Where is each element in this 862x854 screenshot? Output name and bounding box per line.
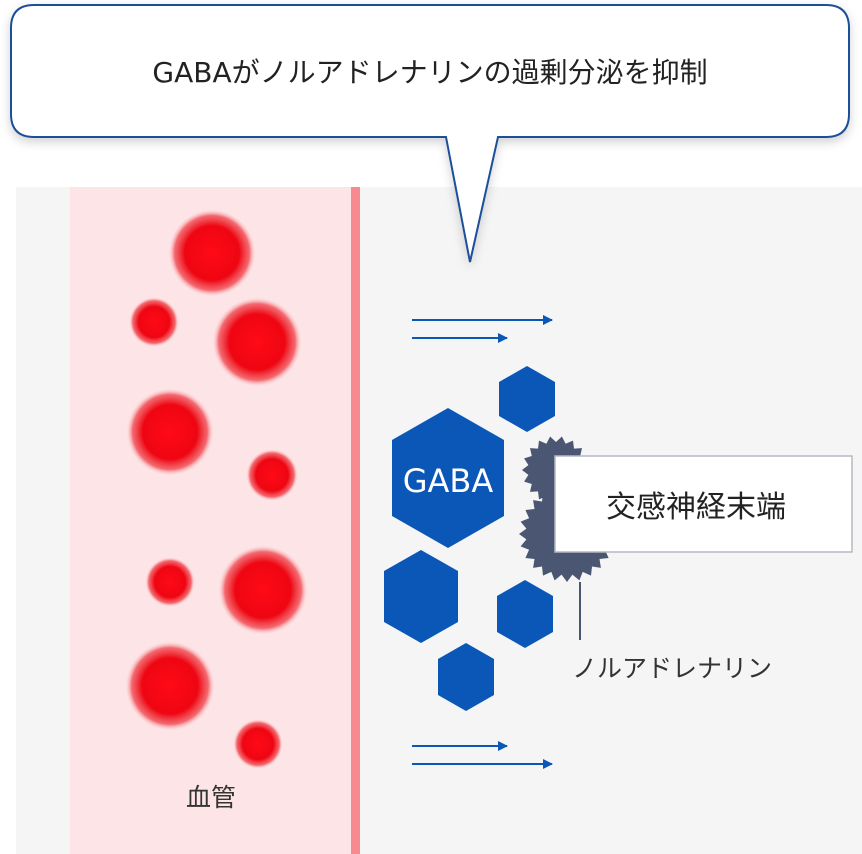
gaba-molecules — [384, 366, 555, 711]
callout-shape — [10, 4, 850, 263]
gaba-hexagon — [384, 550, 458, 643]
flow-arrows — [412, 315, 553, 769]
blood-vessel — [70, 187, 360, 854]
gaba-label: GABA — [403, 462, 494, 500]
red-blood-cell — [125, 641, 215, 731]
red-blood-cell — [126, 388, 214, 476]
red-blood-cell — [129, 297, 179, 347]
red-blood-cell — [246, 449, 298, 501]
callout-text: GABAがノルアドレナリンの過剰分泌を抑制 — [152, 56, 707, 89]
nerve-terminal-box-bg — [554, 455, 853, 553]
callout-bubble — [10, 4, 850, 263]
red-blood-cell — [233, 719, 283, 769]
red-blood-cell — [218, 545, 308, 635]
vessel-lumen — [70, 187, 352, 854]
vessel-wall — [351, 187, 360, 854]
red-blood-cells — [125, 209, 308, 769]
red-blood-cell — [168, 209, 256, 297]
nerve-terminal-label: 交感神経末端 — [606, 490, 786, 525]
red-blood-cell — [212, 297, 302, 387]
gaba-hexagon-large — [392, 408, 504, 548]
gaba-hexagon — [497, 580, 553, 648]
red-blood-cell — [145, 557, 195, 607]
noradrenaline-label: ノルアドレナリン — [572, 654, 772, 683]
nerve-terminal-box: 交感神経末端 — [554, 455, 853, 553]
blood-vessel-label: 血管 — [186, 783, 236, 812]
gaba-hexagon — [499, 366, 555, 432]
gaba-hexagon — [438, 643, 494, 711]
